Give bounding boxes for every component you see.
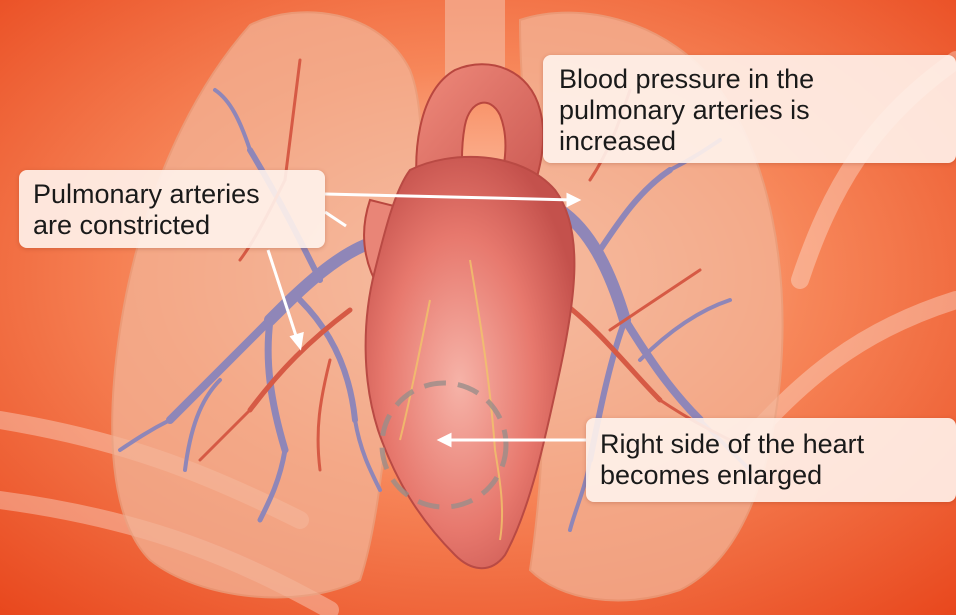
callout-heart-enlarged: Right side of the heart becomes enlarged <box>586 418 956 502</box>
enlarged-region-highlight <box>379 380 509 510</box>
trachea <box>445 0 505 80</box>
callout-pressure-increased: Blood pressure in the pulmonary arteries… <box>543 55 956 163</box>
coronary-vessels <box>399 259 504 541</box>
callout-arteries-constricted: Pulmonary arteries are constricted <box>19 170 325 248</box>
pointer-lines <box>266 192 586 448</box>
heart-shape <box>364 155 576 570</box>
